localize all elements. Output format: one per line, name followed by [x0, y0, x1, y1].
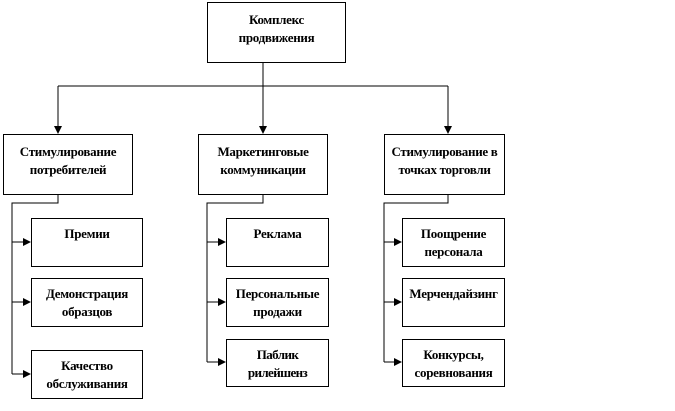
node-label: Стимулирование в	[391, 144, 498, 159]
root-label-line2: продвижения	[238, 30, 315, 45]
root-label-line1: Комплекс	[249, 12, 304, 27]
marketing-communications-node: Маркетинговые коммуникации	[198, 134, 328, 195]
leaf-node-public-relations: Паблик рилейшенз	[226, 339, 329, 387]
node-label: Стимулирование	[19, 144, 117, 159]
leaf-node-staff-incentives: Поощрение персонала	[402, 218, 505, 267]
node-label: Поощрение	[420, 226, 487, 241]
root-node: Комплекс продвижения	[207, 2, 346, 63]
node-label: обслуживания	[46, 376, 128, 391]
node-label: персонала	[424, 244, 483, 259]
leaf-node-sample-demo: Демонстрация образцов	[31, 278, 143, 327]
node-label: Качество	[61, 358, 113, 373]
node-label: Паблик рилейшенз	[247, 347, 308, 380]
node-label: Демонстрация	[45, 286, 128, 301]
node-label: продажи	[253, 304, 302, 319]
node-label: Премии	[64, 226, 110, 241]
node-label: коммуникации	[220, 162, 306, 177]
node-label: образцов	[61, 304, 113, 319]
node-label: Конкурсы,	[423, 347, 484, 362]
leaf-node-service-quality: Качество обслуживания	[31, 350, 143, 399]
trade-promotion-node: Стимулирование в точках торговли	[384, 134, 505, 195]
node-label: Мерчендайзинг	[409, 286, 498, 301]
leaf-node-contests: Конкурсы, соревнования	[402, 339, 505, 387]
leaf-node-merchandising: Мерчендайзинг	[402, 278, 505, 327]
node-label: точках торговли	[398, 162, 491, 177]
node-label: потребителей	[29, 162, 107, 177]
leaf-node-bonuses: Премии	[31, 218, 143, 267]
node-label: Маркетинговые	[217, 144, 309, 159]
node-label: Реклама	[253, 226, 302, 241]
consumer-promotion-node: Стимулирование потребителей	[3, 134, 133, 195]
leaf-node-advertising: Реклама	[226, 218, 329, 267]
node-label: соревнования	[414, 365, 493, 380]
leaf-node-personal-selling: Персональные продажи	[226, 278, 329, 327]
node-label: Персональные	[235, 286, 320, 301]
